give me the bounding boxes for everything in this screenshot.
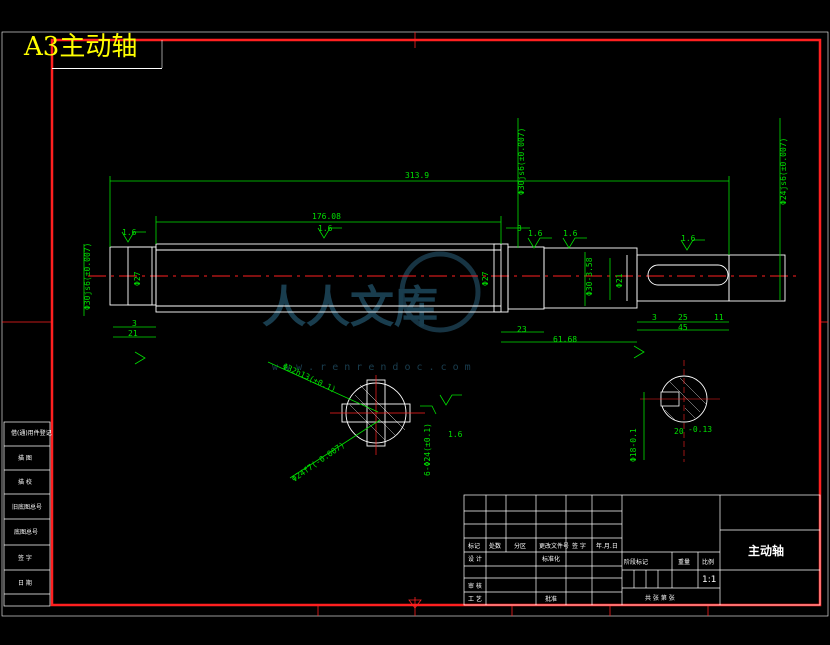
side-strip [3, 421, 51, 607]
roughness-3: 1.6 [528, 229, 543, 238]
roughness-5: 1.6 [681, 234, 696, 243]
roughness-6: 1.6 [448, 430, 463, 439]
watermark-url: w w w . r e n r e n d o c . c o m [272, 362, 471, 373]
key-tol: -0.13 [688, 425, 712, 434]
key-section: Φ18-0.1 20 -0.13 [629, 360, 720, 462]
side-label-2: 描 图 [18, 454, 32, 462]
tb-weight: 重量 [678, 558, 690, 566]
tb-scale: 1:1 [702, 575, 716, 585]
roughness-1: 1.6 [122, 228, 137, 237]
tb-design: 设 计 [468, 555, 482, 563]
roughness-4: 1.6 [563, 229, 578, 238]
dim-3-left: 3 [132, 319, 137, 328]
dim-overall: 313.9 [405, 171, 429, 180]
watermark-text: 人人文库 [262, 282, 438, 333]
roughness-symbols: 1.6 1.6 1.6 1.6 1.6 [121, 224, 705, 365]
side-label-3: 描 校 [18, 478, 32, 486]
spline-section: Φ32h13(±0.1) Φ24f7(-0.007) 6-Φ24(±0.1) 1… [267, 361, 463, 484]
side-label-6: 签 字 [18, 554, 32, 562]
dim-d30-mid: Φ30js6(±0.007) [517, 128, 526, 195]
keyway [647, 264, 729, 286]
tb-ratio: 比例 [702, 558, 714, 566]
side-label-5: 底图总号 [14, 528, 38, 536]
dim-45: 45 [678, 323, 688, 332]
tb-process: 工 艺 [468, 595, 482, 603]
drawing-frame [50, 38, 822, 607]
tb-change: 更改文件号 [539, 542, 569, 550]
tb-sign: 签 字 [572, 542, 586, 550]
spline-tol: 6-Φ24(±0.1) [423, 423, 432, 476]
key-depth: Φ18-0.1 [629, 428, 638, 462]
dim-25: 25 [678, 313, 688, 322]
tb-stage: 阶段标记 [624, 558, 648, 566]
label-underline [52, 68, 162, 69]
side-label-7: 日 期 [18, 579, 32, 587]
tb-approve: 批准 [545, 595, 557, 603]
sheet-label: A3主动轴 [23, 32, 137, 62]
tb-zone: 分区 [514, 542, 526, 550]
dim-d30-n: Φ30-3.58 [585, 257, 594, 296]
watermark: 人人文库 w w w . r e n r e n d o c . c o m [262, 251, 481, 373]
shaft [109, 243, 786, 313]
dim-61: 61.68 [553, 335, 577, 344]
side-label-4: 旧底图总号 [12, 503, 42, 511]
dim-21-left: 21 [128, 329, 138, 338]
tb-sheets: 共 张 第 张 [645, 594, 675, 602]
title-block [463, 494, 821, 606]
tb-standard: 标准化 [542, 555, 560, 563]
dim-d27-left: Φ27 [133, 271, 142, 286]
zone-ticks [2, 32, 828, 616]
tb-review: 审 核 [468, 582, 482, 590]
dim-3-right: 3 [652, 313, 657, 322]
dim-d27-right: Φ27 [481, 271, 490, 286]
dimension-lines [83, 118, 781, 343]
dim-3-mid: 3 [517, 224, 522, 233]
dim-dia-left: Φ30js6(±0.007) [83, 243, 92, 310]
dimension-texts: 313.9 176.08 Φ30js6(±0.007) Φ27 Φ27 Φ30j… [83, 128, 788, 344]
spline-id: Φ24f7(-0.007) [290, 440, 346, 483]
center-mark [408, 599, 422, 609]
dim-d24-right: Φ24js6(±0.007) [779, 138, 788, 205]
dim-11: 11 [714, 313, 724, 322]
dim-left-seg: 176.08 [312, 212, 341, 221]
side-label-1: 借(通)用件登记 [11, 429, 52, 437]
tb-date: 年.月.日 [596, 542, 618, 550]
part-name: 主动轴 [748, 543, 784, 558]
tb-mark: 标记 [468, 542, 480, 550]
dim-d21: Φ21 [615, 273, 624, 288]
key-width: 20 [674, 427, 684, 436]
roughness-2: 1.6 [318, 224, 333, 233]
tb-count: 处数 [489, 542, 501, 550]
dim-23: 23 [517, 325, 527, 334]
